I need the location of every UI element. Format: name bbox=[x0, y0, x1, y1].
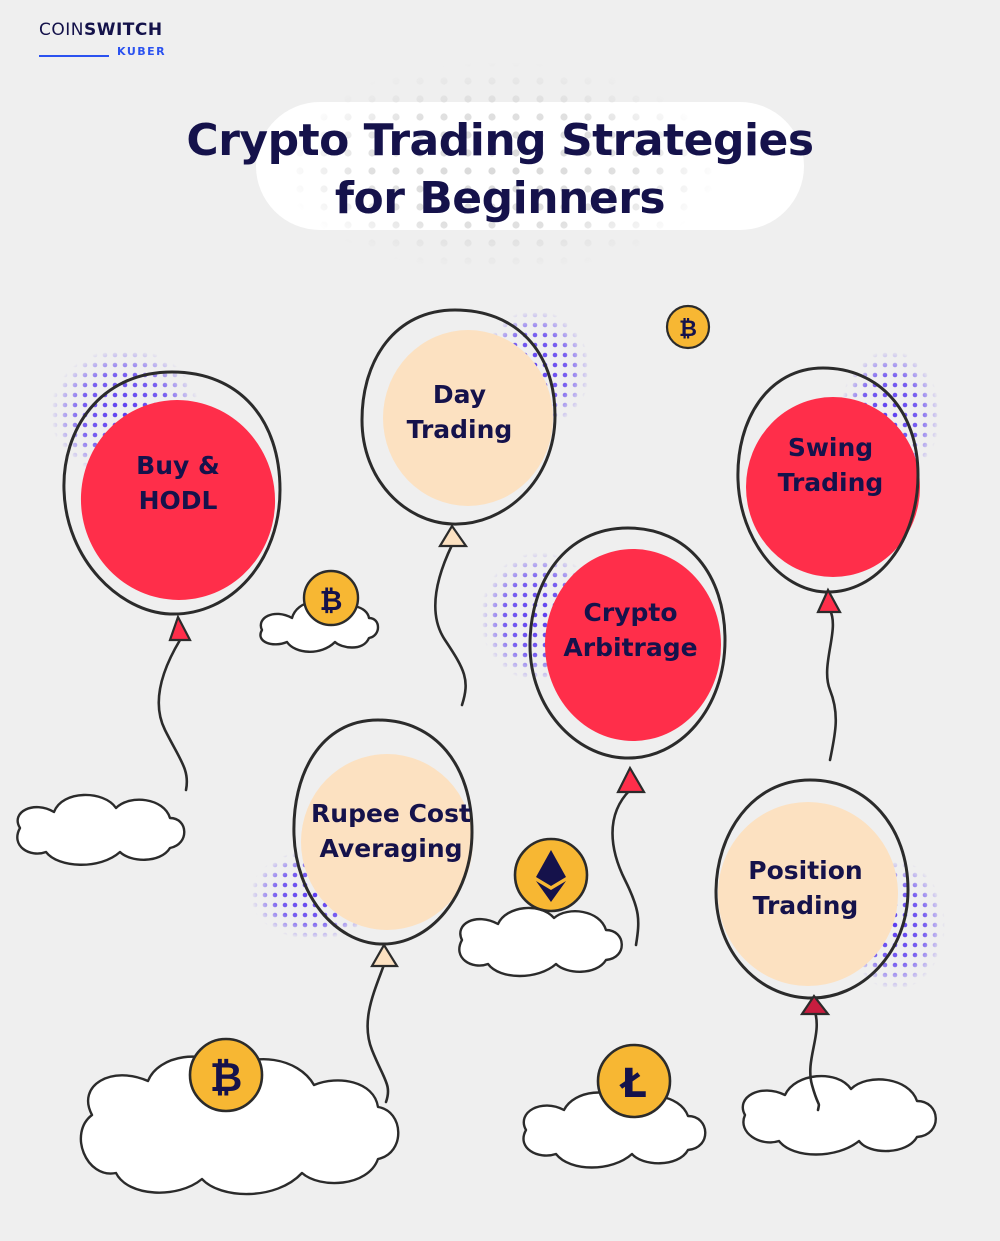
balloon-label-day-trading: Day Trading bbox=[406, 380, 513, 444]
balloon-string bbox=[433, 543, 467, 707]
balloon-day-trading bbox=[360, 308, 557, 548]
balloon-label-position-trading: Position Trading bbox=[748, 856, 863, 920]
brand-wordmark: COINSWITCH bbox=[39, 20, 163, 40]
balloon-label-crypto-arbitrage: Crypto Arbitrage bbox=[563, 598, 698, 662]
balloon-string bbox=[825, 608, 838, 762]
svg-text:Ł: Ł bbox=[619, 1061, 647, 1107]
svg-text:₿: ₿ bbox=[679, 317, 697, 342]
litecoin-icon: Ł bbox=[596, 1043, 672, 1119]
balloon-buy-hodl bbox=[62, 370, 282, 642]
ethereum-icon bbox=[513, 837, 589, 913]
page-title-line2: for Beginners bbox=[334, 173, 666, 224]
balloon-label-rupee-cost-averaging: Rupee Cost Averaging bbox=[311, 799, 471, 863]
balloon-position-trading bbox=[714, 778, 910, 1016]
brand-subtitle: KUBER bbox=[117, 45, 167, 58]
balloon-string bbox=[366, 960, 390, 1104]
bitcoin-icon: ₿ bbox=[188, 1037, 264, 1113]
title-dot-pattern bbox=[280, 62, 720, 272]
bitcoin-icon: ₿ bbox=[665, 304, 711, 350]
balloon-string bbox=[611, 788, 640, 947]
cloud bbox=[16, 793, 186, 866]
page-title-line1: Crypto Trading Strategies bbox=[186, 115, 814, 166]
cloud bbox=[79, 1055, 400, 1196]
svg-text:₿: ₿ bbox=[210, 1055, 243, 1101]
balloon-label-swing-trading: Swing Trading bbox=[777, 433, 884, 497]
brand-rule bbox=[39, 55, 109, 57]
cloud bbox=[741, 1074, 937, 1156]
balloon-label-buy-hodl: Buy & HODL bbox=[136, 451, 220, 515]
bitcoin-icon: ₿ bbox=[302, 569, 360, 627]
balloon-crypto-arbitrage bbox=[528, 526, 727, 794]
cloud bbox=[458, 906, 623, 978]
svg-text:₿: ₿ bbox=[320, 584, 343, 617]
balloon-string bbox=[157, 638, 189, 792]
cloud bbox=[522, 1091, 707, 1169]
brand-logo: COINSWITCH KUBER bbox=[39, 20, 165, 57]
balloon-rupee-cost-averaging bbox=[292, 718, 474, 968]
page-title: Crypto Trading Strategies for Beginners bbox=[120, 112, 880, 228]
balloon-swing-trading bbox=[736, 366, 920, 614]
balloon-string bbox=[809, 1010, 821, 1112]
